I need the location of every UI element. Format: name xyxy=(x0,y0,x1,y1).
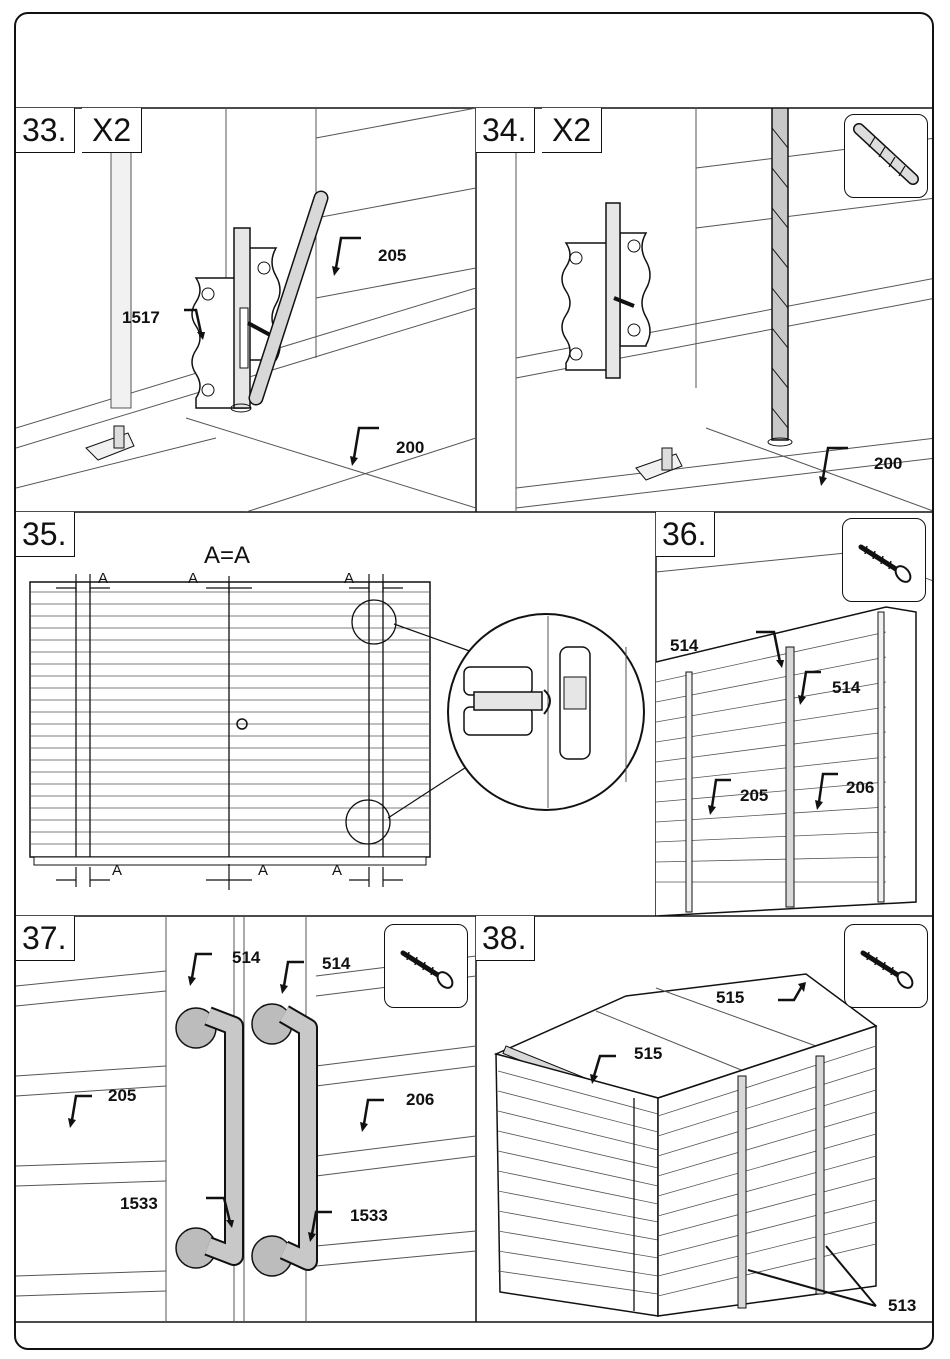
step-35-panel: 35. A=A A A A A A A xyxy=(16,512,656,916)
screw-tool-box xyxy=(842,518,926,602)
step-37-panel: 37. 514 514 205 206 1533 1533 xyxy=(16,916,476,1322)
part-label: 205 xyxy=(378,246,406,266)
dimension-a-label: A xyxy=(112,862,122,879)
step-38-panel: 38. 515 515 513 xyxy=(476,916,934,1322)
part-label: 1533 xyxy=(120,1194,158,1214)
part-label: 515 xyxy=(634,1044,662,1064)
dimension-a-label: A xyxy=(344,570,354,587)
dimension-a-label: A xyxy=(332,862,342,879)
part-label: 200 xyxy=(396,438,424,458)
step-number: 33. xyxy=(16,108,75,153)
part-label: 205 xyxy=(108,1086,136,1106)
part-label: 1533 xyxy=(350,1206,388,1226)
step-35-illustration xyxy=(16,512,656,916)
step-36-panel: 36. 514 514 205 206 xyxy=(656,512,934,916)
part-label: 206 xyxy=(846,778,874,798)
step-number: 37. xyxy=(16,916,75,961)
step-multiplier: X2 xyxy=(542,108,602,153)
dimension-formula: A=A xyxy=(204,542,250,570)
dimension-a-label: A xyxy=(258,862,268,879)
instruction-page-frame: 33. X2 205 1517 200 xyxy=(14,12,934,1350)
step-number: 34. xyxy=(476,108,535,153)
part-label: 206 xyxy=(406,1090,434,1110)
part-label: 1517 xyxy=(122,308,160,328)
drill-bit-tool-box xyxy=(844,114,928,198)
step-number: 38. xyxy=(476,916,535,961)
part-label: 205 xyxy=(740,786,768,806)
dimension-a-label: A xyxy=(98,570,108,587)
drill-bit-icon xyxy=(845,115,929,199)
screw-tool-box xyxy=(844,924,928,1008)
part-label: 514 xyxy=(322,954,350,974)
step-number: 35. xyxy=(16,512,75,557)
step-number: 36. xyxy=(656,512,715,557)
dimension-a-label: A xyxy=(188,570,198,587)
part-label: 513 xyxy=(888,1296,916,1316)
part-label: 514 xyxy=(832,678,860,698)
screw-icon xyxy=(845,925,929,1009)
step-34-panel: 34. X2 200 xyxy=(476,108,934,512)
part-label: 200 xyxy=(874,454,902,474)
step-multiplier: X2 xyxy=(82,108,142,153)
part-label: 514 xyxy=(232,948,260,968)
step-33-panel: 33. X2 205 1517 200 xyxy=(16,108,476,512)
part-label: 514 xyxy=(670,636,698,656)
screw-icon xyxy=(843,519,927,603)
part-label: 515 xyxy=(716,988,744,1008)
screw-tool-box xyxy=(384,924,468,1008)
screw-icon xyxy=(385,925,469,1009)
